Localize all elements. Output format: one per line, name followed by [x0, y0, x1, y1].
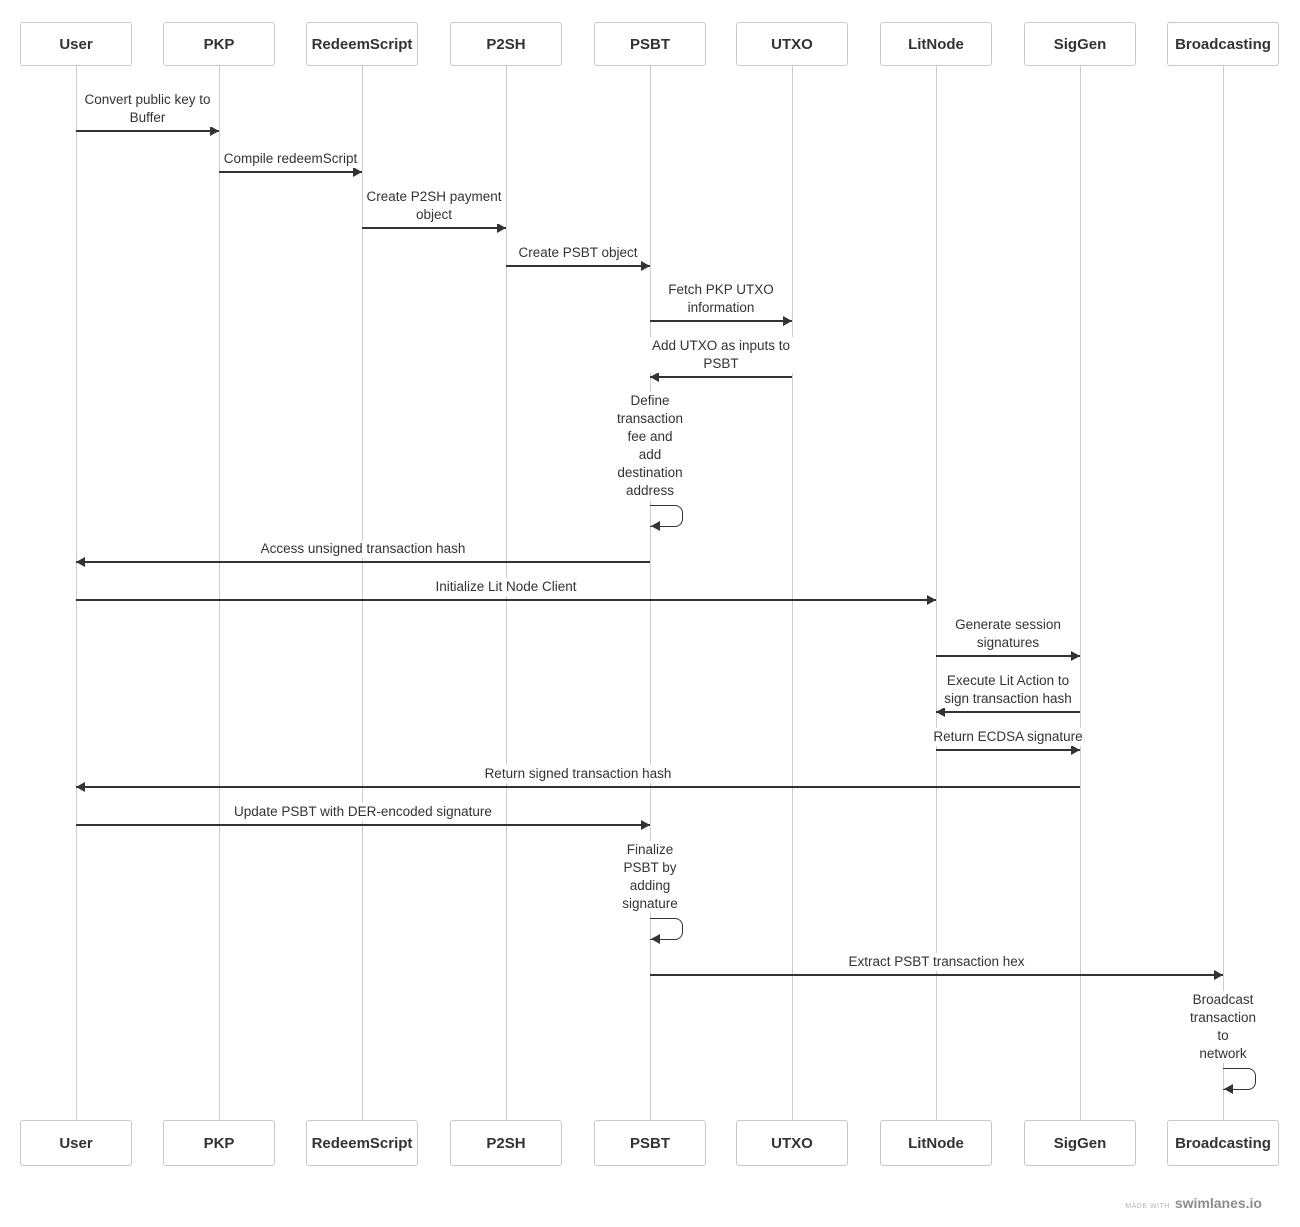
message-12-line	[76, 786, 1080, 788]
message-4-label: Fetch PKP UTXO information	[665, 281, 777, 317]
message-14-arrowhead-left	[651, 934, 660, 944]
message-13-line	[76, 824, 650, 826]
actor-user-top: User	[20, 22, 132, 66]
message-0-arrowhead-right	[210, 126, 219, 136]
message-1-label: Compile redeemScript	[220, 150, 361, 168]
lifeline-psbt	[649, 66, 651, 1121]
actor-pkp-bottom: PKP	[163, 1120, 275, 1166]
actor-user-bottom: User	[20, 1120, 132, 1166]
message-12-label: Return signed transaction hash	[481, 765, 675, 783]
lifeline-litnode	[935, 66, 937, 1121]
message-3-line	[506, 265, 650, 267]
message-7-arrowhead-left	[76, 557, 85, 567]
message-6-arrowhead-left	[651, 521, 660, 531]
message-11-label: Return ECDSA signature	[930, 728, 1086, 746]
message-10-line	[936, 711, 1080, 713]
actor-psbt-top: PSBT	[594, 22, 706, 66]
message-6-self-loop	[650, 505, 683, 527]
lifeline-broadcasting	[1222, 66, 1224, 1121]
actor-siggen-top: SigGen	[1024, 22, 1136, 66]
message-10-label: Execute Lit Action to sign transaction h…	[941, 672, 1075, 708]
message-10-arrowhead-left	[936, 707, 945, 717]
message-12-arrowhead-left	[76, 782, 85, 792]
message-1-line	[219, 171, 362, 173]
actor-pkp-top: PKP	[163, 22, 275, 66]
message-8-line	[76, 599, 936, 601]
message-16-self-loop	[1223, 1068, 1256, 1090]
actor-litnode-bottom: LitNode	[880, 1120, 992, 1166]
message-15-label: Extract PSBT transaction hex	[845, 953, 1028, 971]
actor-utxo-bottom: UTXO	[736, 1120, 848, 1166]
message-4-arrowhead-right	[783, 316, 792, 326]
message-15-arrowhead-right	[1214, 970, 1223, 980]
message-8-label: Initialize Lit Node Client	[432, 578, 580, 596]
actor-psbt-bottom: PSBT	[594, 1120, 706, 1166]
message-14-self-loop	[650, 918, 683, 940]
message-8-arrowhead-right	[927, 595, 936, 605]
lifeline-user	[75, 66, 77, 1121]
actor-redeemscript-top: RedeemScript	[306, 22, 418, 66]
actor-p2sh-top: P2SH	[450, 22, 562, 66]
message-2-label: Create P2SH payment object	[363, 188, 505, 224]
message-13-arrowhead-right	[641, 820, 650, 830]
actor-redeemscript-bottom: RedeemScript	[306, 1120, 418, 1166]
message-9-label: Generate session signatures	[952, 616, 1064, 652]
message-5-line	[650, 376, 792, 378]
lifeline-pkp	[218, 66, 220, 1121]
message-5-label: Add UTXO as inputs to PSBT	[648, 337, 794, 373]
message-14-label: Finalize PSBT by adding signature	[619, 841, 681, 913]
message-15-line	[650, 974, 1223, 976]
message-11-arrowhead-right	[1071, 745, 1080, 755]
actor-p2sh-bottom: P2SH	[450, 1120, 562, 1166]
message-1-arrowhead-right	[353, 167, 362, 177]
message-7-label: Access unsigned transaction hash	[257, 540, 469, 558]
actor-siggen-bottom: SigGen	[1024, 1120, 1136, 1166]
message-5-arrowhead-left	[650, 372, 659, 382]
swimlanes-brand: swimlanes.io	[1174, 1195, 1262, 1211]
message-13-label: Update PSBT with DER-encoded signature	[231, 803, 495, 821]
message-2-line	[362, 227, 506, 229]
message-3-label: Create PSBT object	[515, 244, 641, 262]
footer: MADE WITH swimlanes.io	[1125, 1195, 1262, 1211]
message-4-line	[650, 320, 792, 322]
message-11-line	[936, 749, 1080, 751]
actor-utxo-top: UTXO	[736, 22, 848, 66]
message-2-arrowhead-right	[497, 223, 506, 233]
actor-broadcasting-top: Broadcasting	[1167, 22, 1279, 66]
message-16-arrowhead-left	[1224, 1084, 1233, 1094]
made-with-label: MADE WITH	[1125, 1203, 1170, 1210]
lifeline-siggen	[1079, 66, 1081, 1121]
message-9-arrowhead-right	[1071, 651, 1080, 661]
message-0-line	[76, 130, 219, 132]
message-6-label: Define transaction fee and add destinati…	[613, 392, 687, 500]
lifeline-utxo	[791, 66, 793, 1121]
message-3-arrowhead-right	[641, 261, 650, 271]
lifeline-redeemscript	[361, 66, 363, 1121]
actor-broadcasting-bottom: Broadcasting	[1167, 1120, 1279, 1166]
message-7-line	[76, 561, 650, 563]
message-0-label: Convert public key to Buffer	[81, 91, 214, 127]
message-16-label: Broadcast transaction to network	[1186, 991, 1260, 1063]
message-9-line	[936, 655, 1080, 657]
actor-litnode-top: LitNode	[880, 22, 992, 66]
